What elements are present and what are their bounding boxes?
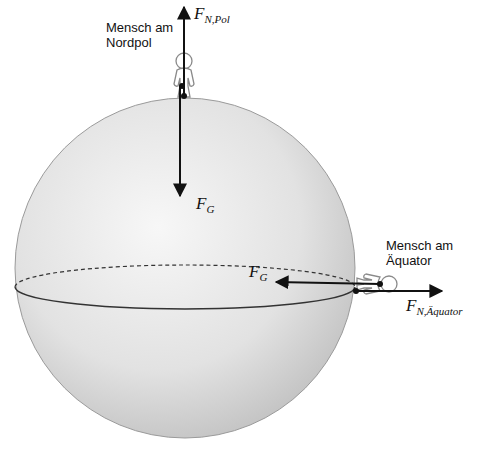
force-label: FG — [249, 262, 267, 287]
gravity-arrow — [276, 282, 380, 284]
gravity-arrow — [179, 86, 181, 196]
force-label: FG — [196, 194, 214, 219]
force-point — [353, 288, 359, 294]
force-point — [377, 281, 383, 287]
force-point — [181, 93, 187, 99]
person-label: Mensch am Äquator — [386, 238, 476, 268]
person-label: Mensch am Nordpol — [106, 20, 178, 50]
force-point — [179, 83, 185, 89]
force-label: FN,Pol — [194, 4, 230, 29]
normal-force-arrow — [356, 290, 442, 292]
equator-front — [15, 287, 355, 309]
force-label: FN,Äquator — [406, 296, 463, 321]
normal-force-arrow — [183, 7, 185, 96]
equator-back — [15, 265, 355, 287]
earth-sphere — [15, 98, 355, 438]
